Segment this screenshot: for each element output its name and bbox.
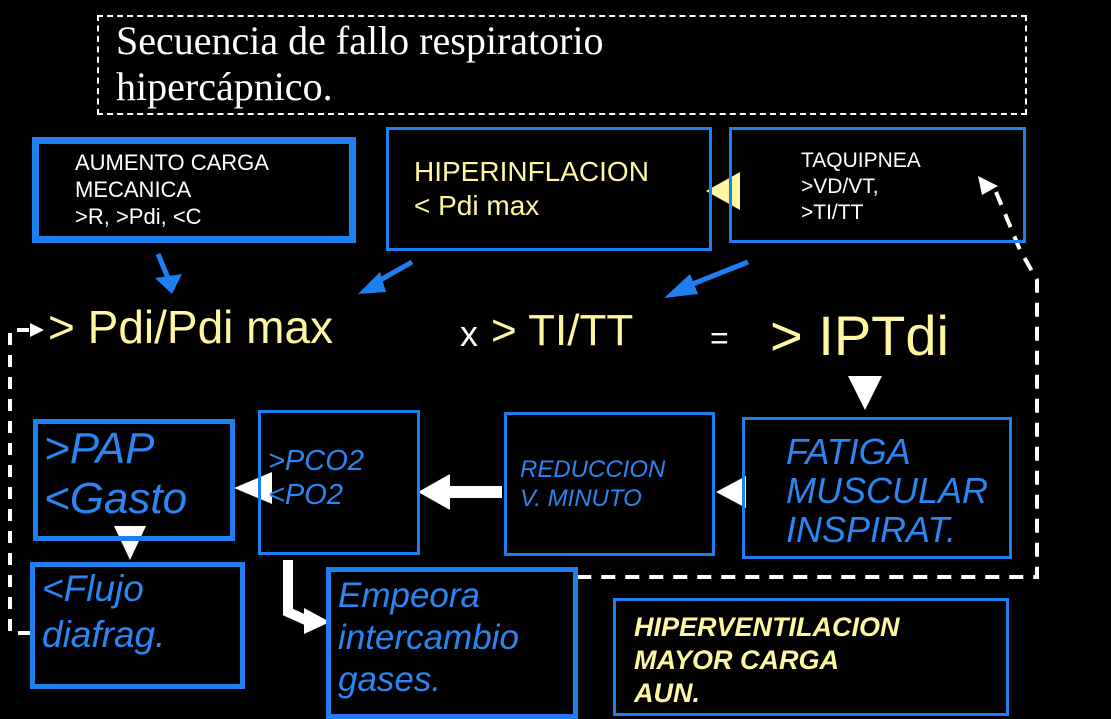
fatiga-text: FATIGA MUSCULAR INSPIRAT. xyxy=(786,432,988,549)
taquipnea-line-2: >VD/VT, xyxy=(801,175,879,198)
pco2-line-1: >PCO2 xyxy=(268,445,364,477)
left-loop-arrowhead xyxy=(30,323,44,337)
box-pco2 xyxy=(258,410,420,555)
equation-equals: = xyxy=(710,320,729,356)
pap-line-2: <Gasto xyxy=(44,474,188,523)
taquipnea-text: TAQUIPNEA >VD/VT, >TI/TT xyxy=(801,148,921,226)
feedback-loop-line xyxy=(578,191,1039,579)
hiperventilacion-line-3: AUN. xyxy=(634,678,700,708)
box-reduccion xyxy=(504,412,715,556)
flujo-line-2: diafrag. xyxy=(42,614,166,655)
equation-term-titt: > TI/TT xyxy=(491,306,634,355)
title-frame xyxy=(97,15,1027,115)
arrow-reduccion-to-pco2-head xyxy=(418,474,450,510)
box-pap xyxy=(33,419,235,541)
equation-result-iptdi: > IPTdi xyxy=(770,304,949,367)
hiperventilacion-line-1: HIPERVENTILACION xyxy=(634,612,900,642)
flujo-line-1: <Flujo xyxy=(42,568,144,609)
box-empeora xyxy=(326,567,578,719)
aumento-carga-line-1: AUMENTO CARGA xyxy=(75,150,269,175)
box-aumento-carga xyxy=(32,137,356,243)
hiperventilacion-text: HIPERVENTILACION MAYOR CARGA AUN. xyxy=(634,611,900,710)
equation-term-pdi: > Pdi/Pdi max xyxy=(48,301,334,353)
box-flujo xyxy=(30,562,245,689)
flujo-text: <Flujo diafrag. xyxy=(42,566,165,658)
pco2-text: >PCO2 <PO2 xyxy=(268,444,364,512)
empeora-line-2: intercambio xyxy=(338,618,519,657)
empeora-line-3: gases. xyxy=(338,660,442,699)
title-line-2: hipercápnico. xyxy=(116,64,333,109)
reduccion-line-2: V. MINUTO xyxy=(520,485,642,512)
aumento-carga-line-3: >R, >Pdi, <C xyxy=(75,204,202,229)
pap-line-1: >PAP xyxy=(44,424,155,473)
arrow-iptdi-to-fatiga xyxy=(848,376,882,410)
empeora-text: Empeora intercambio gases. xyxy=(338,575,519,701)
arrow-pco2-to-empeora-head xyxy=(304,608,330,634)
arrow-taquipnea-line xyxy=(689,259,749,288)
arrow-pco2-to-empeora-line xyxy=(283,560,313,627)
empeora-line-1: Empeora xyxy=(338,576,481,615)
box-hiperinflacion xyxy=(386,127,712,251)
box-fatiga xyxy=(742,417,1012,559)
box-taquipnea xyxy=(729,127,1026,243)
diagram-title: Secuencia de fallo respiratorio hipercáp… xyxy=(116,18,604,110)
box-hiperventilacion xyxy=(613,598,1009,716)
fatiga-line-1: FATIGA xyxy=(786,431,911,472)
aumento-carga-line-2: MECANICA xyxy=(75,177,192,202)
hiperinflacion-line-2: < Pdi max xyxy=(414,190,540,221)
fatiga-line-3: INSPIRAT. xyxy=(786,509,957,550)
reduccion-line-1: REDUCCION xyxy=(520,456,666,483)
reduccion-text: REDUCCION V. MINUTO xyxy=(520,455,665,513)
taquipnea-line-3: >TI/TT xyxy=(801,201,864,224)
arrow-carga-line xyxy=(155,253,171,279)
pap-text: >PAP <Gasto xyxy=(44,424,187,524)
arrow-pap-to-flujo xyxy=(114,526,146,560)
feedback-arrowhead xyxy=(978,176,998,195)
left-loop-line xyxy=(8,328,32,635)
hiperinflacion-text: HIPERINFLACION < Pdi max xyxy=(414,155,649,223)
hiperventilacion-line-2: MAYOR CARGA xyxy=(634,645,839,675)
title-line-1: Secuencia de fallo respiratorio xyxy=(116,18,604,63)
arrow-reduccion-to-pco2-shaft xyxy=(446,486,502,498)
taquipnea-line-1: TAQUIPNEA xyxy=(801,149,921,172)
pco2-line-2: <PO2 xyxy=(268,479,343,511)
aumento-carga-text: AUMENTO CARGA MECANICA >R, >Pdi, <C xyxy=(75,149,269,230)
arrow-hiperinflacion-head xyxy=(358,272,386,294)
equation-times: x xyxy=(460,313,478,354)
arrow-fatiga-to-reduccion xyxy=(716,476,746,508)
hiperinflacion-line-1: HIPERINFLACION xyxy=(414,156,649,187)
arrow-pco2-to-pap xyxy=(234,472,272,504)
fatiga-line-2: MUSCULAR xyxy=(786,470,989,511)
arrow-carga-head xyxy=(155,274,182,294)
arrow-taquipnea-head xyxy=(664,274,698,298)
